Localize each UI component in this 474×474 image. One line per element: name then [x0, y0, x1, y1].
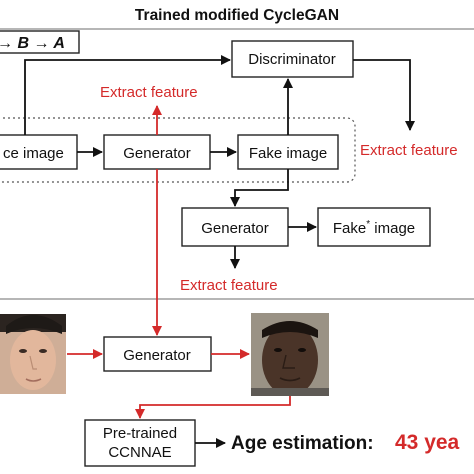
- arrow-output-face-to-ccnnae: [135, 396, 291, 419]
- mapping-notation: → B → A: [0, 35, 65, 52]
- generator-mid-label: Generator: [201, 220, 269, 237]
- mapping-box: [0, 30, 80, 54]
- generator-group-outline: [0, 117, 356, 183]
- pretrained-line1: Pre-trained: [103, 425, 177, 442]
- mapping-a: A: [52, 35, 65, 52]
- fake-star-sup: *: [366, 219, 370, 230]
- generator-bottom-box: [103, 336, 212, 372]
- black-connectors: [24, 55, 415, 269]
- arrow-discriminator-to-feature: [353, 59, 415, 131]
- extract-feature-right-label: Extract feature: [360, 142, 458, 159]
- input-face-photo: [0, 314, 66, 394]
- output-face-photo: [251, 313, 329, 396]
- arrow-source-to-discriminator: [24, 55, 231, 135]
- discriminator-box: [231, 40, 354, 78]
- pretrained-line2: CCNNAE: [108, 444, 171, 461]
- extract-feature-top-label: Extract feature: [100, 84, 198, 101]
- mapping-left: →: [0, 35, 17, 52]
- generator-top-label: Generator: [123, 145, 191, 162]
- age-estimation-label: Age estimation:: [231, 433, 374, 454]
- mapping-b: B: [17, 35, 29, 52]
- diagram-title: Trained modified CycleGAN: [135, 7, 339, 24]
- extract-feature-mid-label: Extract feature: [180, 277, 278, 294]
- fake-image-box: [237, 134, 339, 170]
- fake-star-image-label: Fake* image: [333, 219, 415, 237]
- fake-star-image-box: [317, 207, 431, 247]
- fake-star-suffix: image: [370, 220, 415, 237]
- source-image-label: ce image: [3, 145, 64, 162]
- red-connectors: [67, 105, 291, 419]
- pretrained-ccnnae-box: [84, 419, 196, 467]
- source-image-box: [0, 134, 78, 170]
- arrow-fake-to-generator-mid: [230, 169, 289, 207]
- mapping-arrow: →: [29, 35, 53, 52]
- discriminator-label: Discriminator: [248, 51, 336, 68]
- fake-image-label: Fake image: [249, 145, 327, 162]
- age-estimation-value: 43 yea: [395, 431, 460, 454]
- generator-bottom-label: Generator: [123, 347, 191, 364]
- fake-star-prefix: Fake: [333, 220, 366, 237]
